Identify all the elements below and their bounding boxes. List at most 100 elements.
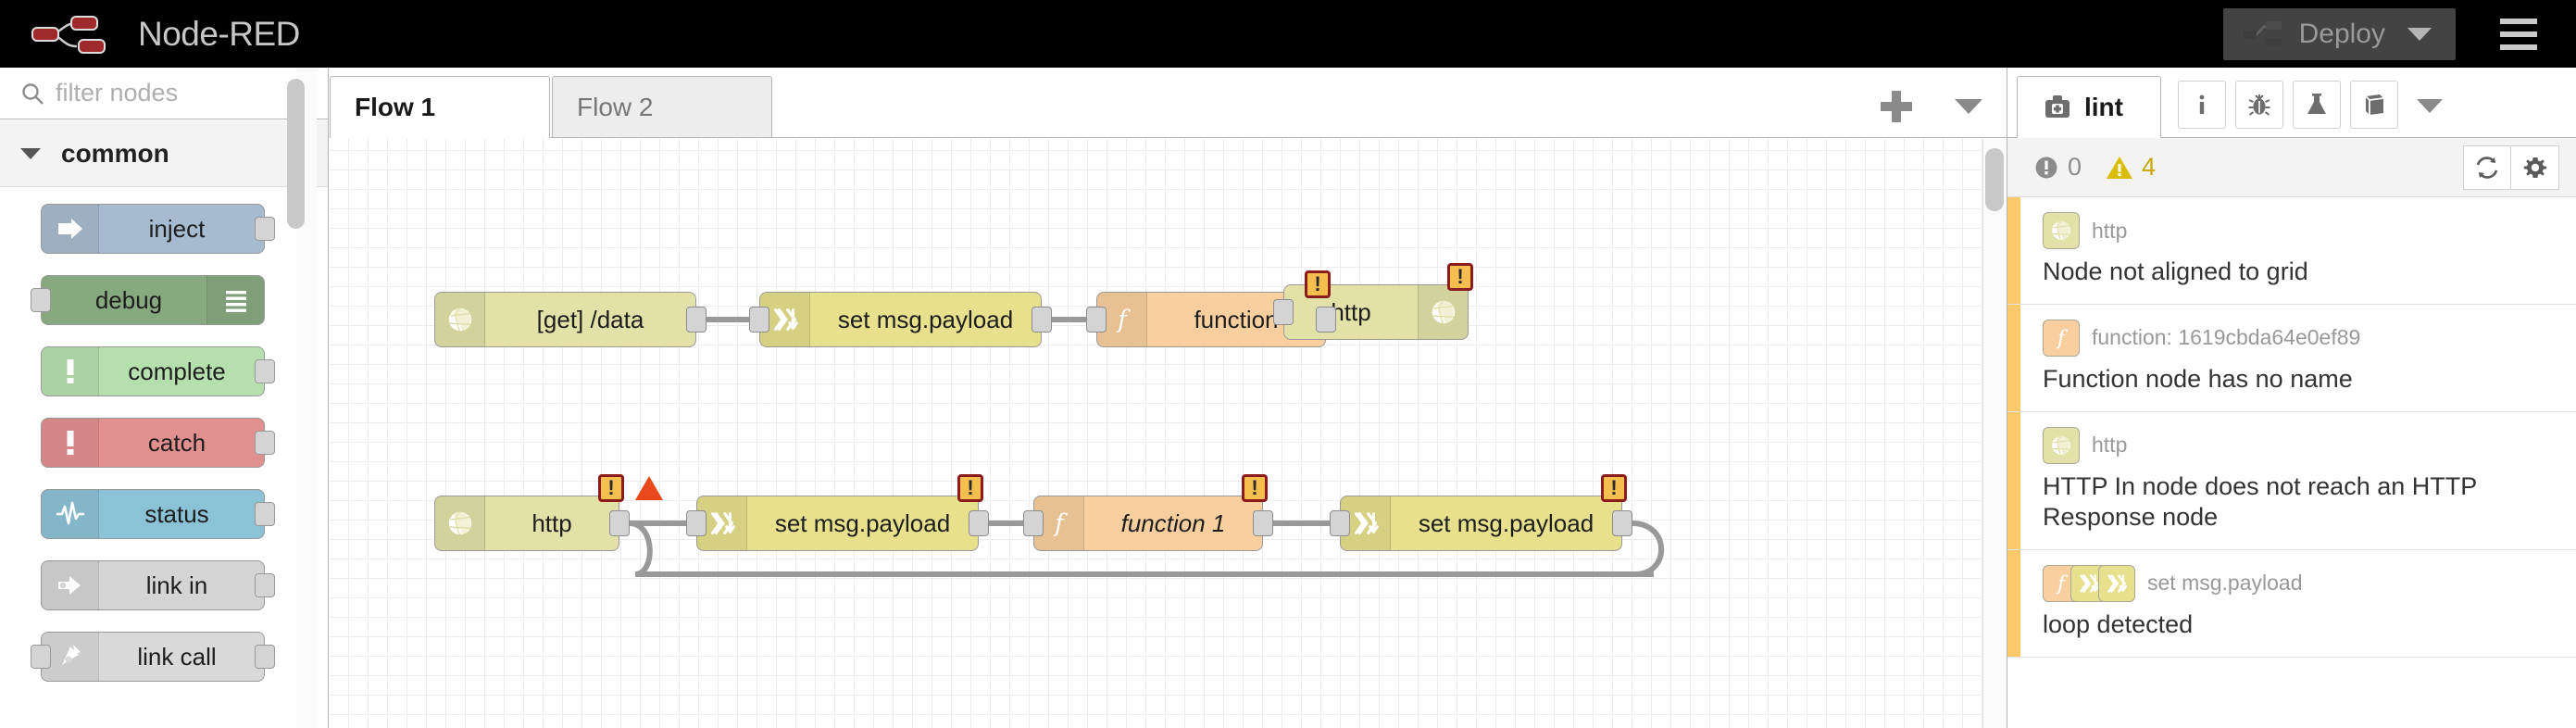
node-input-port[interactable] [686, 510, 707, 536]
palette-node-inject[interactable]: inject [41, 204, 275, 254]
palette-scrollbar-track[interactable] [287, 68, 317, 728]
lint-severity-stripe [2007, 549, 2020, 657]
lint-node-label: set msg.payload [2147, 571, 2303, 596]
palette-node-debug[interactable]: debug [31, 275, 265, 325]
node-input-port[interactable] [1086, 307, 1107, 333]
palette-category-common[interactable]: common [0, 120, 328, 187]
lint-severity-stripe [2007, 411, 2020, 549]
node-warning-badge[interactable]: ! [957, 474, 983, 502]
sidebar-tab-info[interactable] [2178, 81, 2226, 129]
sidebar-tab-lint[interactable]: lint [2017, 76, 2161, 138]
flow-node-n1[interactable]: [get] /data [434, 292, 707, 347]
node-output-port[interactable] [255, 431, 275, 455]
main-menu-button[interactable] [2482, 18, 2556, 50]
lint-node-icons: f [2043, 319, 2080, 357]
globe-icon [2052, 435, 2070, 456]
refresh-icon [2476, 156, 2498, 179]
lint-error-count-value: 0 [2068, 153, 2082, 181]
node-input-port[interactable] [749, 307, 769, 333]
node-warning-badge[interactable]: ! [1305, 270, 1331, 298]
node-input-port[interactable] [31, 288, 51, 312]
flow-node-n5[interactable]: http! [434, 474, 663, 551]
node-output-port[interactable] [1032, 307, 1052, 333]
deploy-dropdown-button[interactable] [2404, 8, 2456, 60]
tab-flow-1[interactable]: Flow 1 [330, 76, 550, 138]
flow-node-n6[interactable]: set msg.payload! [686, 474, 989, 551]
palette-node-catch[interactable]: catch [41, 418, 275, 468]
lint-node-icons [2043, 212, 2080, 249]
node-input-port[interactable] [1023, 510, 1044, 536]
node-type-icon [760, 293, 810, 346]
palette-node-complete[interactable]: complete [41, 346, 275, 396]
node-warning-badge[interactable]: ! [1601, 474, 1627, 502]
node-output-port[interactable] [255, 217, 275, 241]
lint-severity-stripe [2007, 304, 2020, 411]
node-output-port[interactable] [1316, 307, 1336, 333]
add-flow-button[interactable] [1881, 91, 1912, 122]
palette-node-link-call[interactable]: link call [31, 632, 275, 682]
flow-node-label: set msg.payload [837, 305, 1014, 333]
bug-icon [2248, 94, 2270, 116]
node-output-port[interactable] [255, 645, 275, 669]
palette-scrollbar-thumb[interactable] [287, 79, 305, 229]
palette-node-label: complete [128, 357, 226, 385]
lint-counts-bar: 0 4 [2007, 138, 2576, 197]
node-warning-badge[interactable]: ! [598, 474, 624, 502]
palette-node-label: status [144, 499, 209, 528]
debug-lines-icon [225, 291, 246, 312]
tab-flow-2[interactable]: Flow 2 [552, 76, 772, 137]
palette-node-icon [42, 205, 99, 253]
node-input-port[interactable] [31, 645, 51, 669]
sidebar-tab-context[interactable] [2293, 81, 2341, 129]
sidebar-tab-help[interactable] [2350, 81, 2398, 129]
node-output-port[interactable] [255, 502, 275, 526]
change-icon [710, 512, 735, 534]
canvas-scrollbar-track[interactable] [1982, 139, 2007, 728]
node-warning-badge[interactable]: ! [1447, 263, 1473, 291]
canvas-scrollbar-thumb[interactable] [1985, 148, 2004, 211]
book-icon [2365, 94, 2384, 115]
palette-category-label: common [61, 138, 169, 168]
node-input-port[interactable] [1273, 299, 1294, 325]
node-output-port[interactable] [686, 307, 707, 333]
palette-search[interactable] [0, 68, 328, 119]
palette-node-link-in[interactable]: link in [41, 560, 275, 610]
lint-message: HTTP In node does not reach an HTTP Resp… [2043, 471, 2477, 531]
lint-refresh-button[interactable] [2463, 144, 2511, 190]
node-output-port[interactable] [1253, 510, 1273, 536]
flow-node-n2[interactable]: set msg.payload [749, 292, 1052, 347]
sidebar-tab-debug[interactable] [2235, 81, 2283, 129]
flow-node-n8[interactable]: set msg.payload! [1330, 474, 1632, 551]
palette-node-status[interactable]: status [41, 489, 275, 539]
brand: Node-RED [31, 13, 300, 56]
deploy-button-group[interactable]: Deploy [2222, 7, 2456, 60]
search-input[interactable] [56, 79, 287, 107]
node-output-port[interactable] [255, 573, 275, 597]
flow-list-menu-button[interactable] [1955, 99, 1982, 114]
palette-node-label: inject [148, 214, 206, 243]
node-output-port[interactable] [609, 510, 630, 536]
node-output-port[interactable] [1612, 510, 1632, 536]
svg-text:f: f [2056, 327, 2069, 350]
lint-node-icon [2043, 426, 2080, 464]
node-output-port[interactable] [255, 359, 275, 383]
deploy-button[interactable]: Deploy [2223, 8, 2404, 60]
sidebar-more-button[interactable] [2417, 99, 2443, 113]
medical-kit-icon [2045, 95, 2070, 118]
lint-settings-button[interactable] [2511, 144, 2559, 190]
search-icon [22, 82, 44, 105]
palette-node-icon [206, 276, 264, 324]
node-output-port[interactable] [969, 510, 989, 536]
flow-node-label: http [1331, 297, 1371, 326]
flow-editor: Flow 1 Flow 2 [330, 68, 2007, 728]
node-warning-badge[interactable]: ! [1242, 474, 1268, 502]
node-red-logo-icon [31, 15, 106, 54]
node-input-port[interactable] [1330, 510, 1350, 536]
